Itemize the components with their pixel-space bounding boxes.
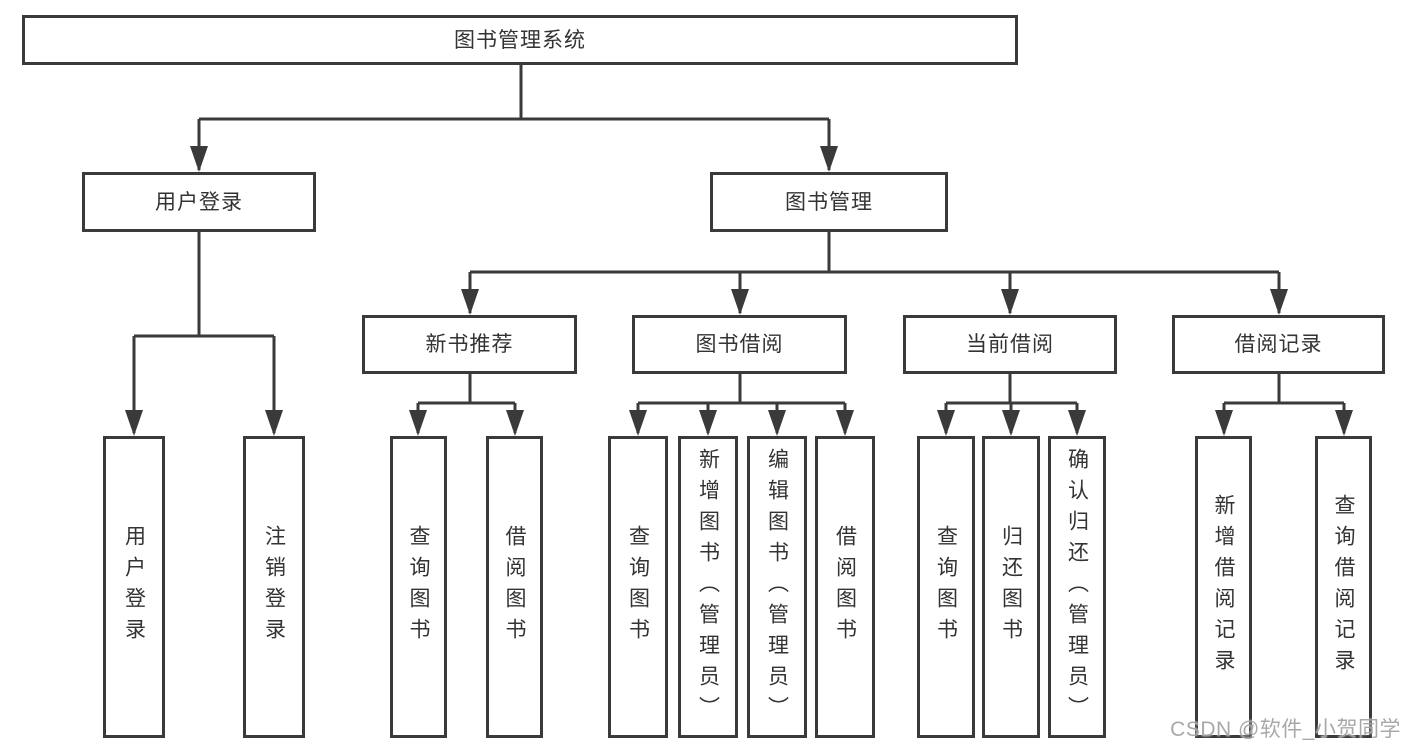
leaf-query-books-recommend: 查询图书 [390,436,447,738]
node-label: 图书管理系统 [454,28,586,52]
node-label: 查询图书 [407,525,430,649]
node-label: 查询图书 [934,525,958,649]
leaf-user-login: 用户登录 [103,436,165,738]
node-library-management-system: 图书管理系统 [22,15,1018,65]
node-label: 编辑图书（管理员） [765,447,789,727]
leaf-logout: 注销登录 [243,436,305,738]
node-label: 归还图书 [999,525,1023,649]
leaf-add-books-admin: 新增图书（管理员） [678,436,738,738]
node-label: 借阅图书 [833,525,857,649]
leaf-add-borrow-record: 新增借阅记录 [1195,436,1252,738]
node-label: 查询图书 [626,525,650,649]
csdn-watermark: CSDN @软件_小贺同学 [1170,718,1401,741]
node-label: 查询借阅记录 [1332,494,1355,680]
leaf-return-books: 归还图书 [982,436,1040,738]
node-label: 新增图书（管理员） [696,447,720,727]
node-user-login: 用户登录 [82,172,316,232]
node-label: 新增借阅记录 [1212,494,1235,680]
connector-shafts [132,64,1346,433]
leaf-query-books-borrowing: 查询图书 [608,436,668,738]
node-label: 用户登录 [122,525,146,649]
leaf-borrow-books: 借阅图书 [815,436,875,738]
node-label: 新书推荐 [425,333,514,356]
node-label: 用户登录 [155,190,243,214]
leaf-query-books-current: 查询图书 [917,436,975,738]
node-borrowing-records: 借阅记录 [1172,315,1385,374]
leaf-edit-books-admin: 编辑图书（管理员） [747,436,807,738]
node-book-management: 图书管理 [710,172,948,232]
node-current-borrowing: 当前借阅 [903,315,1117,374]
node-label: 当前借阅 [966,333,1054,356]
node-label: 借阅图书 [503,525,526,649]
node-label: 注销登录 [262,525,286,649]
leaf-confirm-return-admin: 确认归还（管理员） [1048,436,1106,738]
arrowheads [125,146,1353,436]
node-label: 借阅记录 [1234,333,1323,356]
node-new-book-recommend: 新书推荐 [362,315,577,374]
node-label: 图书管理 [785,190,873,214]
node-label: 图书借阅 [695,333,784,356]
node-book-borrowing: 图书借阅 [632,315,847,374]
node-label: 确认归还（管理员） [1065,447,1089,727]
leaf-query-borrow-record: 查询借阅记录 [1315,436,1372,738]
leaf-borrow-books-recommend: 借阅图书 [486,436,543,738]
